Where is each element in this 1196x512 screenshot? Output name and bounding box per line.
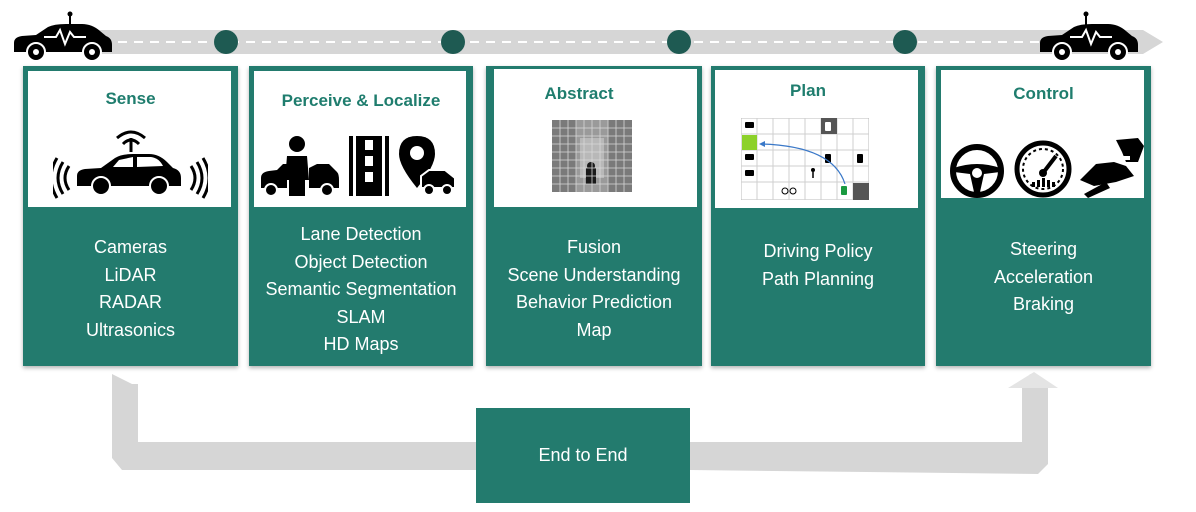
stage-item: Cameras <box>93 237 168 257</box>
stage-item: Semantic Segmentation <box>265 279 457 299</box>
stage-title: Control <box>1013 84 1074 103</box>
stage-item: Steering <box>1009 239 1078 259</box>
stage-items: Fusion Scene Understanding Behavior Pred… <box>486 234 702 344</box>
stage-item: Map <box>576 319 612 340</box>
stage-plan: Plan <box>711 66 925 366</box>
stage-sense: Sense Cameras LiDAR RADAR Ultrasonics <box>23 66 238 366</box>
timeline-dot <box>441 30 465 54</box>
map-pin-car-icon <box>399 136 457 196</box>
occupancy-grid-icon <box>552 120 632 192</box>
stage-title: Sense <box>105 89 156 108</box>
stage-title: Abstract <box>544 84 614 103</box>
stage-item: SLAM <box>336 306 386 327</box>
brake-pedal-icon <box>1076 136 1146 198</box>
stage-item: Scene Understanding <box>507 264 681 285</box>
end-to-end-connector <box>0 360 1196 512</box>
stage-item: Acceleration <box>993 266 1094 287</box>
stage-items: Driving Policy Path Planning <box>711 238 925 293</box>
end-to-end-box: End to End <box>476 408 690 503</box>
autonomous-car-icon <box>1036 10 1142 62</box>
stage-abstract: Abstract Fusion Scene Understanding Beha… <box>486 66 702 366</box>
stage-item: Lane Detection <box>300 224 422 244</box>
stage-control: Control Steering Acceleration <box>936 66 1151 366</box>
right-connector-arrow <box>690 374 1048 474</box>
timeline-dot <box>667 30 691 54</box>
steering-wheel-icon <box>948 142 1006 200</box>
car-sensors-icon <box>53 130 208 200</box>
autonomous-car-icon <box>10 10 116 62</box>
stage-item: LiDAR <box>104 264 157 285</box>
stage-item: Ultrasonics <box>85 319 176 340</box>
timeline <box>0 0 1196 70</box>
stage-items: Steering Acceleration Braking <box>936 236 1151 319</box>
stage-item: Braking <box>1012 294 1075 314</box>
timeline-dot <box>214 30 238 54</box>
end-to-end-label: End to End <box>538 445 628 465</box>
stage-title: Perceive & Localize <box>281 91 441 110</box>
stage-items: Lane Detection Object Detection Semantic… <box>249 221 473 359</box>
stage-title: Plan <box>790 81 826 100</box>
pedestrian-car-icon <box>259 134 341 198</box>
left-connector-arrow <box>112 374 476 470</box>
stage-item: Fusion <box>566 237 622 257</box>
stage-items: Cameras LiDAR RADAR Ultrasonics <box>23 234 238 344</box>
stage-item: Behavior Prediction <box>515 292 673 312</box>
stage-item: HD Maps <box>323 334 399 354</box>
stage-item: RADAR <box>98 292 162 312</box>
stage-item: Object Detection <box>294 251 428 272</box>
road-lane-icon <box>349 136 389 196</box>
path-grid-icon <box>741 118 869 200</box>
timeline-dot <box>893 30 917 54</box>
speedometer-icon <box>1014 140 1072 198</box>
stage-perceive-localize: Perceive & Localize Lane D <box>249 66 473 366</box>
stage-item: Path Planning <box>761 268 875 289</box>
stage-item: Driving Policy <box>763 241 873 261</box>
